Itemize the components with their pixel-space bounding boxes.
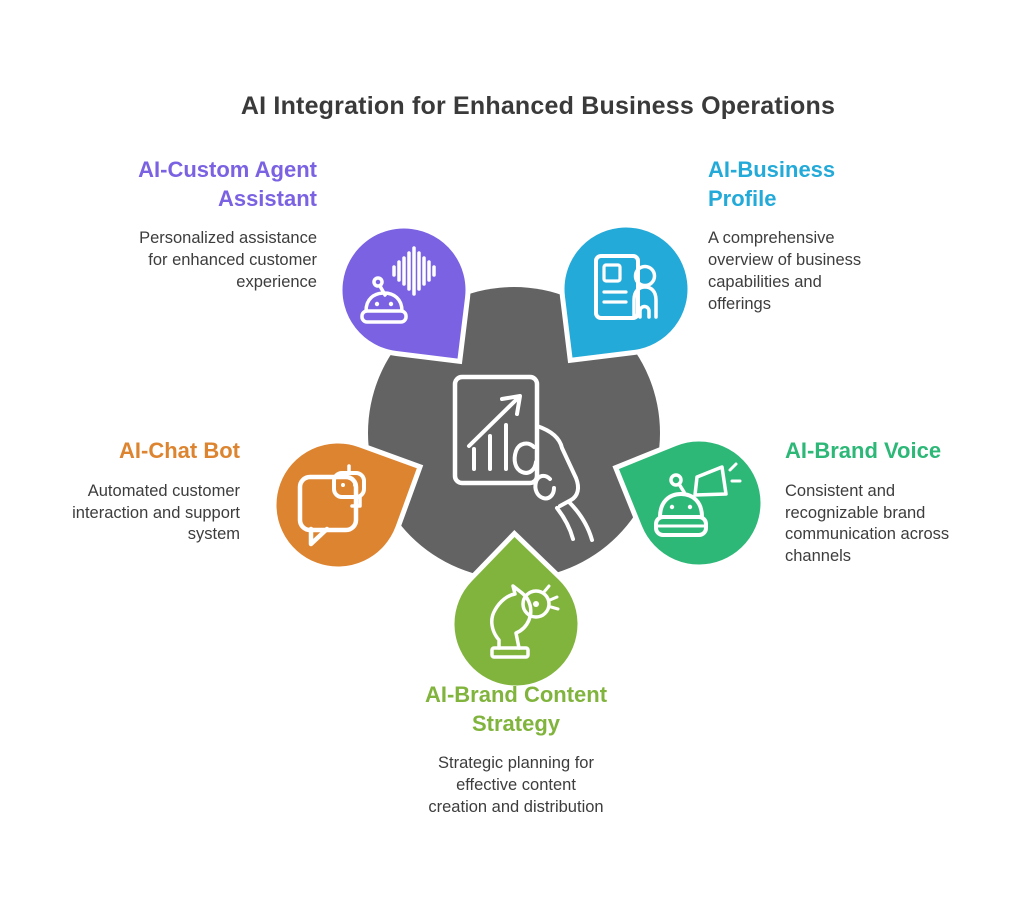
chat-bubble-robot-icon — [297, 464, 366, 547]
item-heading: AI-Business Profile — [708, 157, 836, 211]
petal-brand-voice — [612, 436, 766, 570]
hand-holding-growth-chart-icon — [452, 374, 594, 542]
item-heading: AI-Chat Bot — [119, 438, 240, 463]
petal-custom-agent-assistant — [337, 223, 471, 365]
robot-voice-wave-icon — [360, 246, 436, 324]
business-profile-card-icon — [594, 254, 658, 320]
item-description: A comprehensive overview of business cap… — [708, 229, 862, 313]
label-custom-agent-assistant: AI-Custom Agent Assistant Personalized a… — [37, 156, 317, 294]
item-heading: AI-Custom Agent Assistant — [138, 157, 317, 211]
item-description: Strategic planning for effective content… — [428, 754, 604, 817]
page-title: AI Integration for Enhanced Business Ope… — [240, 92, 836, 120]
petal-business-profile — [559, 222, 693, 364]
petal-brand-content-strategy — [449, 529, 583, 691]
label-brand-content-strategy: AI-Brand Content Strategy Strategic plan… — [360, 681, 672, 819]
label-brand-voice: AI-Brand Voice Consistent and recognizab… — [785, 437, 1020, 568]
item-heading: AI-Brand Content Strategy — [424, 682, 608, 736]
robot-megaphone-icon — [654, 462, 742, 537]
item-description: Automated customer interaction and suppo… — [72, 481, 240, 544]
item-description: Consistent and recognizable brand commun… — [785, 481, 950, 566]
chess-knight-gear-icon — [490, 584, 560, 659]
label-business-profile: AI-Business Profile A comprehensive over… — [708, 156, 953, 316]
label-chat-bot: AI-Chat Bot Automated customer interacti… — [0, 437, 240, 546]
item-heading: AI-Brand Voice — [785, 438, 942, 463]
item-description: Personalized assistance for enhanced cus… — [139, 229, 317, 292]
